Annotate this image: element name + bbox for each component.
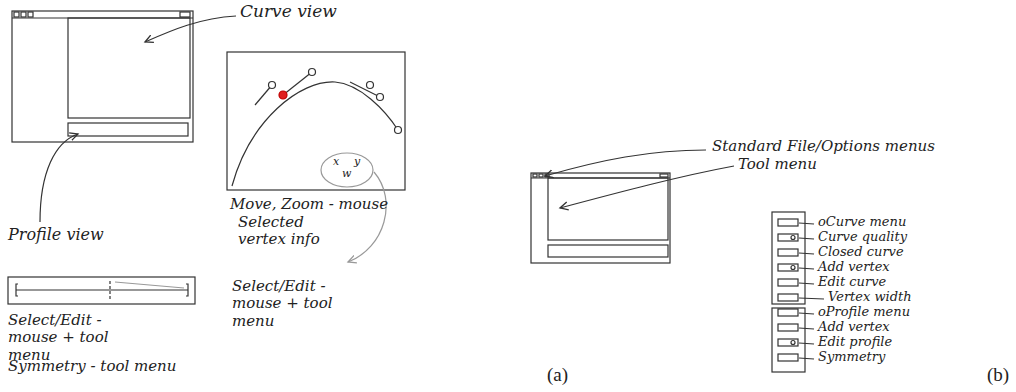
view-title: Curve view bbox=[240, 2, 337, 22]
menu-item-label: oCurve menu bbox=[818, 215, 906, 230]
tool-panel bbox=[772, 212, 805, 304]
menu-control bbox=[778, 294, 798, 301]
menu-check bbox=[791, 236, 795, 240]
menu-leader bbox=[799, 358, 814, 359]
menu-item-label: Curve quality bbox=[818, 230, 907, 245]
menu-leader bbox=[799, 343, 814, 344]
menu-check bbox=[791, 341, 795, 345]
window-button bbox=[533, 174, 537, 177]
window-button bbox=[28, 12, 33, 17]
profile-view-box bbox=[8, 277, 195, 304]
menu-item-label: Add vertex bbox=[818, 320, 890, 335]
app-window bbox=[12, 11, 193, 142]
view-title: Profile view bbox=[8, 226, 104, 244]
menu-leader bbox=[799, 313, 814, 314]
menu-item-label: Closed curve bbox=[818, 245, 904, 260]
curve-area bbox=[548, 178, 668, 240]
profile-bracket bbox=[186, 284, 188, 296]
control-point bbox=[309, 69, 316, 76]
profile-line bbox=[16, 289, 188, 290]
info-ellipse bbox=[321, 153, 373, 187]
menu-control bbox=[778, 309, 798, 316]
menu-leader bbox=[799, 268, 814, 269]
field-label: w bbox=[342, 168, 351, 181]
menu-item-label: Edit curve bbox=[818, 275, 886, 290]
profile-bar bbox=[68, 123, 188, 136]
menu-control bbox=[778, 324, 798, 331]
note: Select/Edit - mouse + tool menu bbox=[8, 312, 148, 364]
menu-item-label: oProfile menu bbox=[818, 305, 910, 320]
control-point bbox=[377, 94, 384, 101]
leader-arrow bbox=[560, 166, 734, 208]
note: Move, Zoom - mouse bbox=[230, 196, 388, 213]
menu-control bbox=[778, 264, 798, 271]
menu-control bbox=[778, 219, 798, 226]
control-point bbox=[367, 82, 374, 89]
leader-arrow bbox=[145, 16, 236, 42]
menu-leader bbox=[799, 298, 824, 299]
view-title: Tool menu bbox=[738, 156, 817, 173]
menu-control bbox=[778, 249, 798, 256]
window-button bbox=[660, 174, 668, 177]
curve bbox=[232, 82, 398, 186]
menu-leader bbox=[799, 283, 814, 284]
menu-control bbox=[778, 279, 798, 286]
app-window bbox=[531, 173, 670, 263]
control-point bbox=[269, 82, 276, 89]
menu-control bbox=[778, 234, 798, 241]
menu-leader bbox=[799, 223, 814, 224]
profile-bracket bbox=[16, 284, 18, 296]
field-label: y bbox=[354, 156, 360, 169]
control-point bbox=[395, 127, 402, 134]
callout-arrow bbox=[348, 172, 386, 262]
tangent-line bbox=[350, 82, 380, 97]
curve-view-box bbox=[227, 52, 405, 190]
menu-control bbox=[778, 354, 798, 361]
menu-item-label: Vertex width bbox=[828, 290, 912, 305]
selected-vertex bbox=[279, 91, 287, 99]
note: Selected vertex info bbox=[238, 214, 356, 249]
view-title: Standard File/Options menus bbox=[712, 138, 935, 155]
leader-arrow bbox=[40, 134, 78, 222]
window-button bbox=[180, 12, 190, 17]
leader-arrow bbox=[545, 150, 706, 176]
menu-item-label: Add vertex bbox=[818, 260, 890, 275]
menu-control bbox=[778, 339, 798, 346]
figure-tag: (b) bbox=[987, 364, 1009, 386]
tool-panel bbox=[772, 308, 805, 372]
window-button bbox=[539, 174, 543, 177]
profile-slope bbox=[115, 282, 184, 288]
curve-area bbox=[68, 18, 190, 118]
note: Select/Edit - mouse + tool menu bbox=[232, 278, 372, 330]
window-button bbox=[21, 12, 26, 17]
menu-leader bbox=[799, 253, 814, 254]
window-button bbox=[14, 12, 19, 17]
note: Symmetry - tool menu bbox=[8, 358, 176, 375]
field-label: x bbox=[333, 156, 339, 169]
menu-item-label: Symmetry bbox=[818, 350, 885, 365]
menu-leader bbox=[799, 238, 814, 239]
menu-item-label: Edit profile bbox=[818, 335, 892, 350]
menu-leader bbox=[799, 328, 814, 329]
tangent-line bbox=[283, 72, 312, 95]
menu-check bbox=[791, 266, 795, 270]
profile-bar bbox=[548, 245, 668, 257]
figure-tag: (a) bbox=[547, 364, 568, 386]
symmetry-axis bbox=[109, 281, 110, 301]
